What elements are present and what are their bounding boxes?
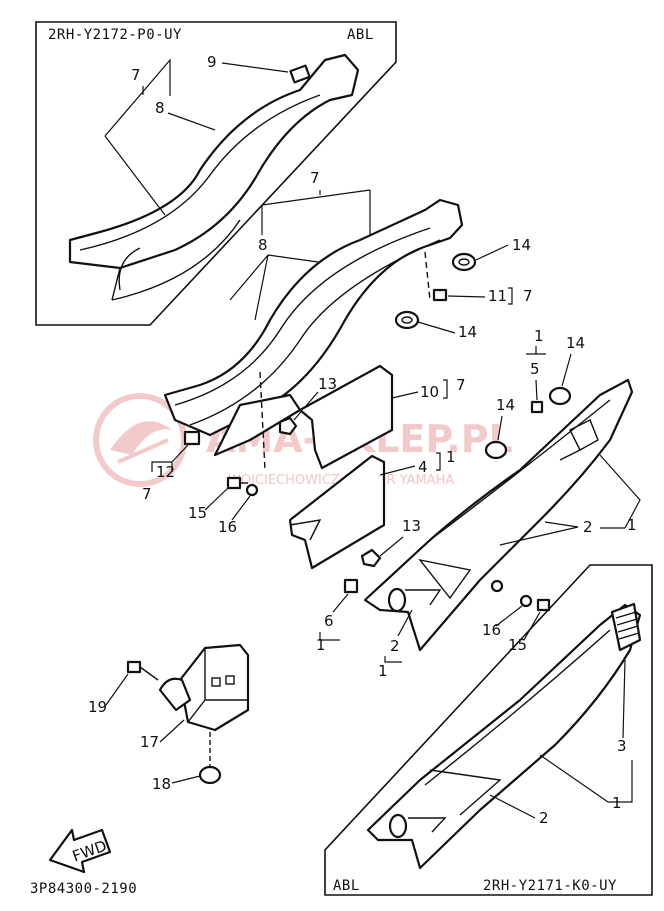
callout-11: 11	[488, 287, 507, 305]
callout-1-b: 1	[612, 794, 622, 812]
grommet-14-b	[394, 310, 420, 330]
callout-14-a: 14	[512, 236, 531, 254]
callout-9: 9	[207, 53, 217, 71]
fastener-group-left: 15 16	[188, 476, 259, 536]
bolt-15-a	[226, 476, 248, 490]
fastener-left-leaders	[204, 487, 251, 521]
panel-part-4	[288, 454, 386, 570]
grommet-14-d	[548, 386, 572, 406]
clip-part-12	[183, 430, 201, 446]
bottom-inset-leaders	[489, 659, 633, 819]
washer-16-b	[519, 594, 533, 608]
bottom-inset-frame	[324, 564, 653, 896]
grommet-14-a	[451, 252, 477, 272]
bottom-inset-tag: ABL	[333, 878, 360, 894]
nut-13-a	[278, 416, 298, 436]
callout-1-a: 1	[627, 516, 637, 534]
ref-7-for-11: 7	[523, 287, 533, 305]
clip-part-6	[343, 578, 359, 594]
control-box-leaders	[105, 673, 201, 784]
panel-leaders	[379, 379, 448, 476]
grommet-leaders	[417, 244, 513, 334]
washer-16-a	[245, 483, 259, 497]
callout-18: 18	[152, 775, 171, 793]
callout-15-b: 15	[508, 636, 527, 654]
callout-10: 10	[420, 383, 439, 401]
frame-lower-bracket	[213, 393, 302, 457]
inner-panels: 10 7 4 1	[288, 364, 466, 570]
callout-2-a: 2	[583, 518, 593, 536]
cover-grommet-hole	[490, 579, 504, 593]
ref-1-for-6: 1	[316, 636, 326, 654]
callout-5: 5	[530, 360, 540, 378]
grommet-18	[198, 732, 222, 785]
callout-7-main: 7	[310, 169, 320, 187]
callout-16-a: 16	[218, 518, 237, 536]
callout-14-c: 14	[496, 396, 515, 414]
callout-17: 17	[140, 733, 159, 751]
cover-callout-leaders	[499, 454, 641, 546]
box-connector	[158, 677, 192, 712]
main-frame-assembly: 7 8 14 14 11 7 12 7 13	[142, 169, 533, 503]
callout-8-leaders	[229, 254, 319, 321]
top-inset-tag: ABL	[347, 27, 374, 43]
forward-direction-arrow: FWD	[48, 828, 112, 874]
callout-3: 3	[617, 737, 627, 755]
frame-rail-part	[163, 198, 464, 437]
callout-2-b: 2	[390, 637, 400, 655]
ref-1-for-5: 1	[534, 327, 544, 345]
callout-4: 4	[418, 458, 428, 476]
cover-top-leaders	[497, 346, 572, 441]
emblem-part-3	[610, 602, 642, 652]
callout-12-leader	[151, 444, 189, 472]
callout-6: 6	[324, 612, 334, 630]
ref-1-for-2: 1	[378, 662, 388, 680]
ref-7-for-12: 7	[142, 485, 152, 503]
panel-part-10	[298, 364, 394, 470]
side-cover-part-1	[363, 378, 634, 652]
control-box-part-17	[178, 643, 250, 732]
fastener-right-leaders	[495, 605, 541, 641]
callout-14-b: 14	[458, 323, 477, 341]
top-inset: 2RH-Y2172-P0-UY ABL 7 8 9	[35, 21, 397, 326]
callout-2-b-leader	[384, 609, 413, 663]
callout-12: 12	[156, 463, 175, 481]
callout-7-top: 7	[131, 66, 141, 84]
callout-8-top: 8	[155, 99, 165, 117]
top-inset-part-code: 2RH-Y2172-P0-UY	[48, 27, 182, 43]
bolt-15-b	[536, 598, 551, 612]
bottom-inset-part-code: 2RH-Y2171-K0-UY	[483, 878, 617, 894]
ref-1-for-4: 1	[446, 448, 456, 466]
side-cover-assembly: 14 14 5 1 2 1 13 6 1 2 1 16 15	[316, 327, 641, 680]
top-inset-rail-part	[68, 53, 360, 301]
callout-8-main: 8	[258, 236, 268, 254]
callout-6-leader	[319, 593, 349, 641]
clip-part-11	[432, 288, 448, 302]
callout-14-d: 14	[566, 334, 585, 352]
cover-hole	[387, 587, 407, 613]
callout-7-bracket	[261, 189, 371, 235]
callout-13-b: 13	[402, 517, 421, 535]
bottom-cover-hole	[388, 813, 408, 839]
control-box-assembly: 19 17 18	[88, 643, 250, 793]
callout-2-c: 2	[539, 809, 549, 827]
bottom-side-cover-part-1	[366, 603, 642, 870]
callout-13-b-leader	[379, 536, 404, 557]
bolt-19	[126, 660, 159, 681]
nut-13-b	[360, 548, 382, 568]
callout-13-a: 13	[318, 375, 337, 393]
callout-15-a: 15	[188, 504, 207, 522]
fwd-arrow-icon	[48, 828, 112, 874]
grommet-14-c	[484, 440, 508, 460]
ref-7-for-10: 7	[456, 376, 466, 394]
callout-19: 19	[88, 698, 107, 716]
diagram-code: 3P84300-2190	[30, 881, 137, 897]
top-inset-frame	[35, 21, 397, 326]
bottom-inset: ABL 2RH-Y2171-K0-UY 3 2 1	[324, 564, 653, 896]
top-inset-leaders	[104, 58, 289, 216]
clip-part-5	[530, 400, 544, 414]
